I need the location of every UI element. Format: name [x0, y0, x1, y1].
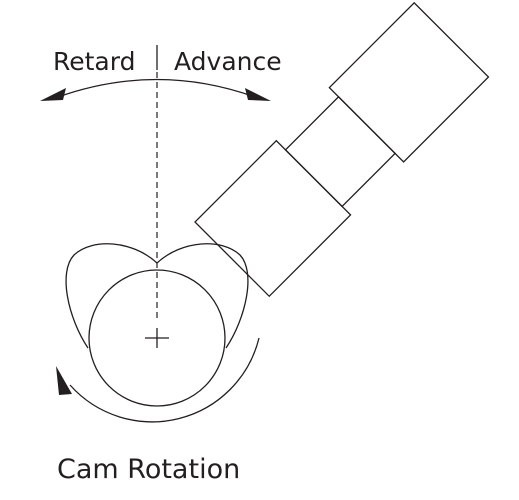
- advance-label: Advance: [174, 47, 282, 76]
- cam-lobe: [65, 243, 249, 349]
- timing-arc: [57, 78, 256, 98]
- advance-arrow-icon: [245, 88, 271, 101]
- lifter-assembly: [194, 1, 490, 298]
- lifter-head: [328, 1, 490, 163]
- cam-rotation-arc: [69, 337, 260, 423]
- cam-rotation-arrow-icon: [56, 366, 72, 395]
- cam-base-circle: [88, 269, 226, 407]
- lifter-collar: [284, 95, 397, 208]
- lifter-body: [194, 139, 352, 298]
- cam-rotation-label: Cam Rotation: [57, 454, 240, 485]
- retard-label: Retard: [53, 47, 135, 76]
- retard-arrow-icon: [40, 88, 66, 101]
